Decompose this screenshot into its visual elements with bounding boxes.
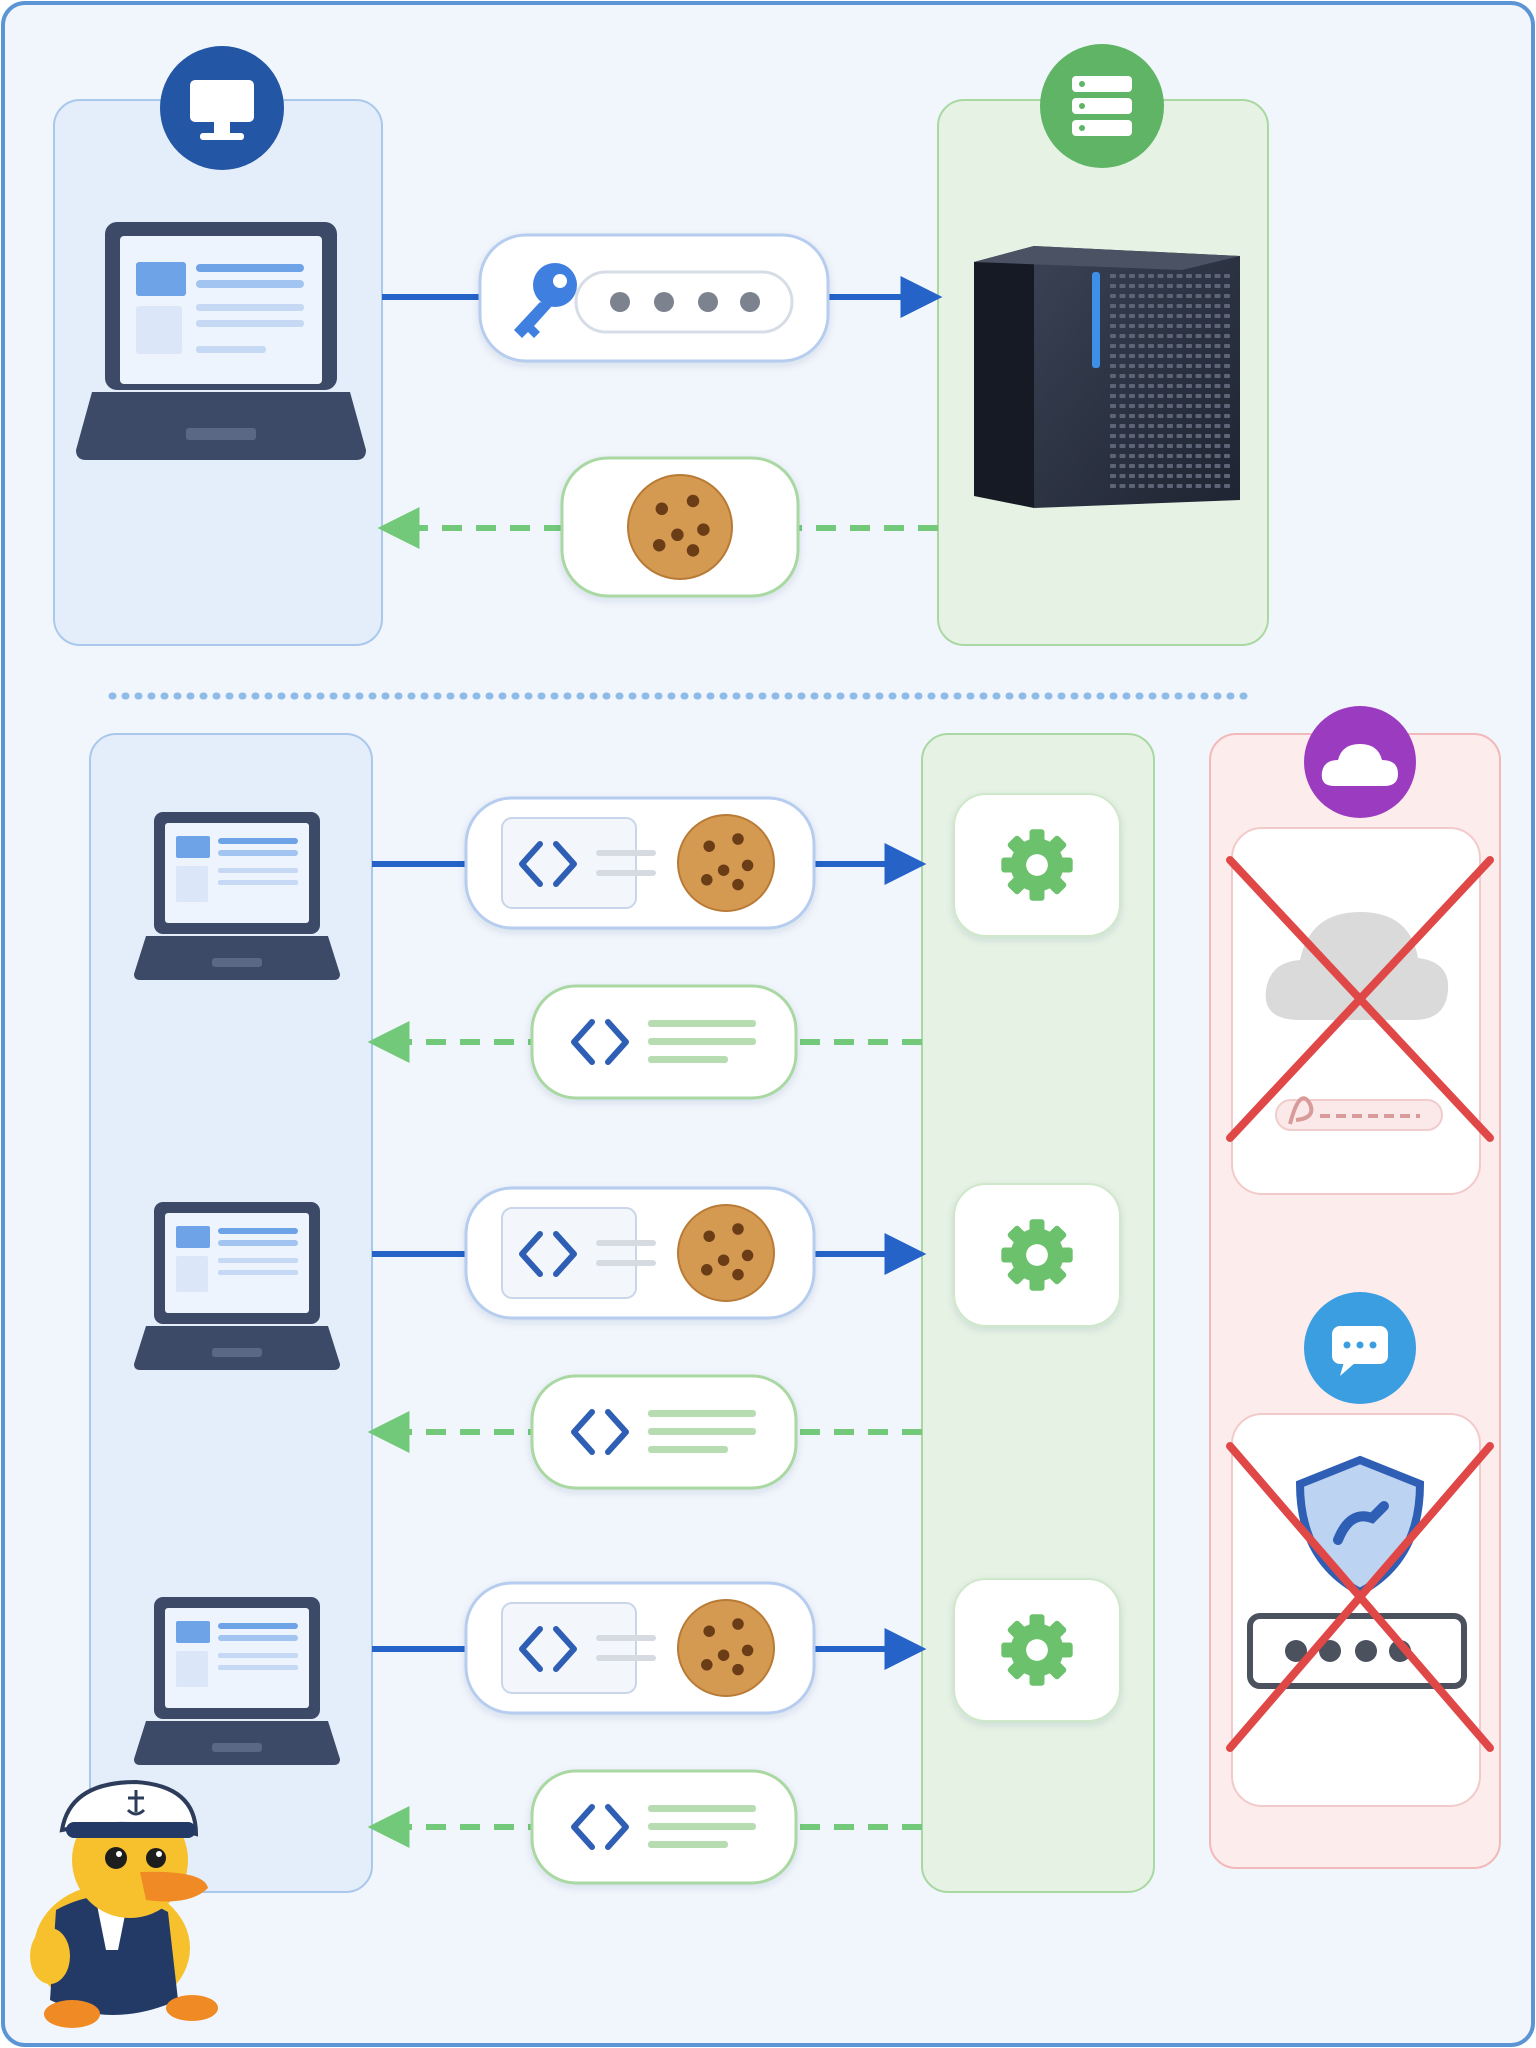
exchange-row (134, 1183, 1121, 1490)
login-flow (53, 44, 1269, 646)
code-doc-icon (571, 1804, 756, 1850)
code-doc-icon (571, 1409, 756, 1455)
cross-icon (1226, 1442, 1494, 1752)
code-doc-icon (501, 1207, 656, 1299)
monitor-icon (160, 46, 284, 170)
cross-icon (1226, 856, 1494, 1142)
code-doc-icon (501, 817, 656, 909)
gear-icon (1001, 1614, 1073, 1686)
server-rack-icon (1040, 44, 1164, 168)
server-tower-icon (974, 246, 1240, 508)
laptop-icon (134, 1597, 340, 1765)
laptop-icon (134, 1202, 340, 1370)
exchange-row (134, 1578, 1121, 1885)
sailor-duck-icon (30, 1779, 218, 2028)
cookie-icon (677, 1599, 775, 1697)
laptop-icon (76, 222, 366, 460)
blocked-card (1226, 706, 1494, 1195)
chat-icon (1304, 1292, 1416, 1404)
code-doc-icon (501, 1602, 656, 1694)
gear-icon (1001, 1219, 1073, 1291)
blocked-card (1226, 1292, 1494, 1807)
cloud-icon (1265, 912, 1449, 1020)
key-icon (514, 263, 577, 338)
code-doc-icon (571, 1019, 756, 1065)
cookie-icon (677, 814, 775, 912)
gear-icon (1001, 829, 1073, 901)
authenticated-requests (89, 706, 1501, 1893)
cloud-icon (1304, 706, 1416, 818)
exchange-row (134, 793, 1121, 1100)
password-dots-icon (574, 270, 794, 334)
cookie-icon (627, 474, 733, 580)
cookie-icon (677, 1204, 775, 1302)
laptop-icon (134, 812, 340, 980)
signature-field-icon (1275, 1096, 1443, 1131)
